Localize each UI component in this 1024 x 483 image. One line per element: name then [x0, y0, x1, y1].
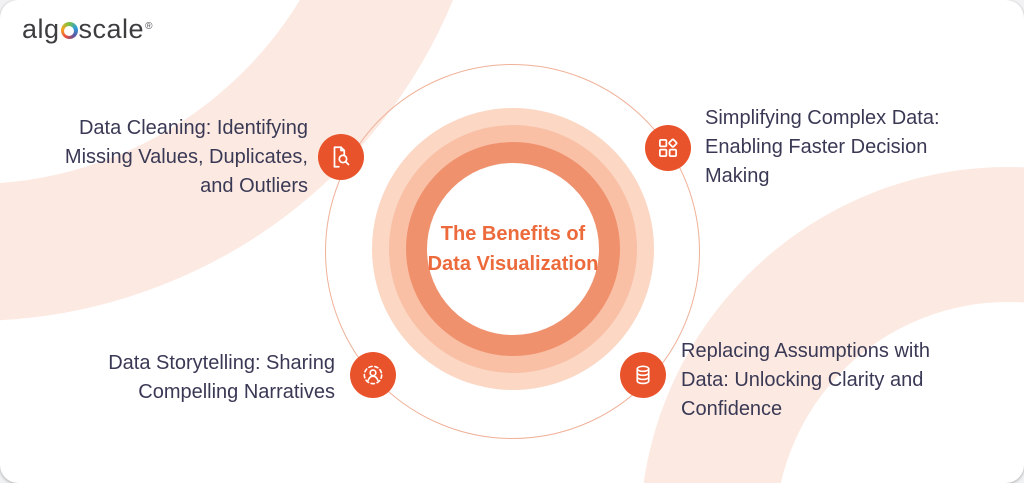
benefit-badge-simplifying-complex-data — [645, 125, 691, 171]
background-swoosh-bottom-right — [640, 167, 1024, 483]
benefit-line: Making — [705, 165, 770, 187]
benefit-badge-data-cleaning — [318, 134, 364, 180]
center-title-line: The Benefits of — [440, 223, 586, 245]
database-icon — [630, 362, 656, 388]
benefit-line: Data Cleaning: Identifying — [78, 117, 308, 139]
benefit-badge-replacing-assumptions — [620, 352, 666, 398]
logo-text-part1: alg — [22, 14, 60, 44]
center-ring-middle: The Benefits of Data Visualization — [389, 125, 637, 373]
benefit-label-data-cleaning: Data Cleaning: Identifying Missing Value… — [65, 114, 308, 201]
multicolor-ring-o-icon — [60, 22, 78, 39]
benefit-badge-data-storytelling — [350, 352, 396, 398]
benefit-line: Replacing Assumptions with — [681, 340, 931, 362]
benefit-line: and Outliers — [200, 175, 308, 197]
orbit-circle — [325, 64, 700, 439]
benefit-line: Data Storytelling: Sharing — [108, 352, 335, 374]
center-title-line: Data Visualization — [427, 253, 599, 275]
center-ring-inner: The Benefits of Data Visualization — [406, 142, 620, 356]
logo-text-part2: scale — [78, 14, 145, 44]
benefit-line: Simplifying Complex Data: — [705, 107, 940, 129]
benefit-line: Data: Unlocking Clarity and — [681, 369, 924, 391]
benefit-line: Compelling Narratives — [138, 381, 335, 403]
document-search-icon — [328, 144, 354, 170]
grid-categories-icon — [655, 135, 681, 161]
center-ring-outer: The Benefits of Data Visualization — [372, 108, 654, 390]
algoscale-logo: alg scale ® — [22, 14, 153, 45]
user-profile-icon — [360, 362, 386, 388]
benefit-line: Confidence — [681, 398, 783, 420]
benefit-line: Enabling Faster Decision — [705, 136, 928, 158]
registered-trademark-symbol: ® — [145, 21, 153, 32]
benefit-label-simplifying-complex-data: Simplifying Complex Data: Enabling Faste… — [705, 104, 940, 191]
center-title: The Benefits of Data Visualization — [427, 219, 599, 279]
center-circle: The Benefits of Data Visualization — [427, 163, 599, 335]
benefit-line: Missing Values, Duplicates, — [64, 146, 308, 168]
benefit-label-replacing-assumptions: Replacing Assumptions with Data: Unlocki… — [681, 337, 930, 424]
benefit-label-data-storytelling: Data Storytelling: Sharing Compelling Na… — [108, 349, 335, 407]
